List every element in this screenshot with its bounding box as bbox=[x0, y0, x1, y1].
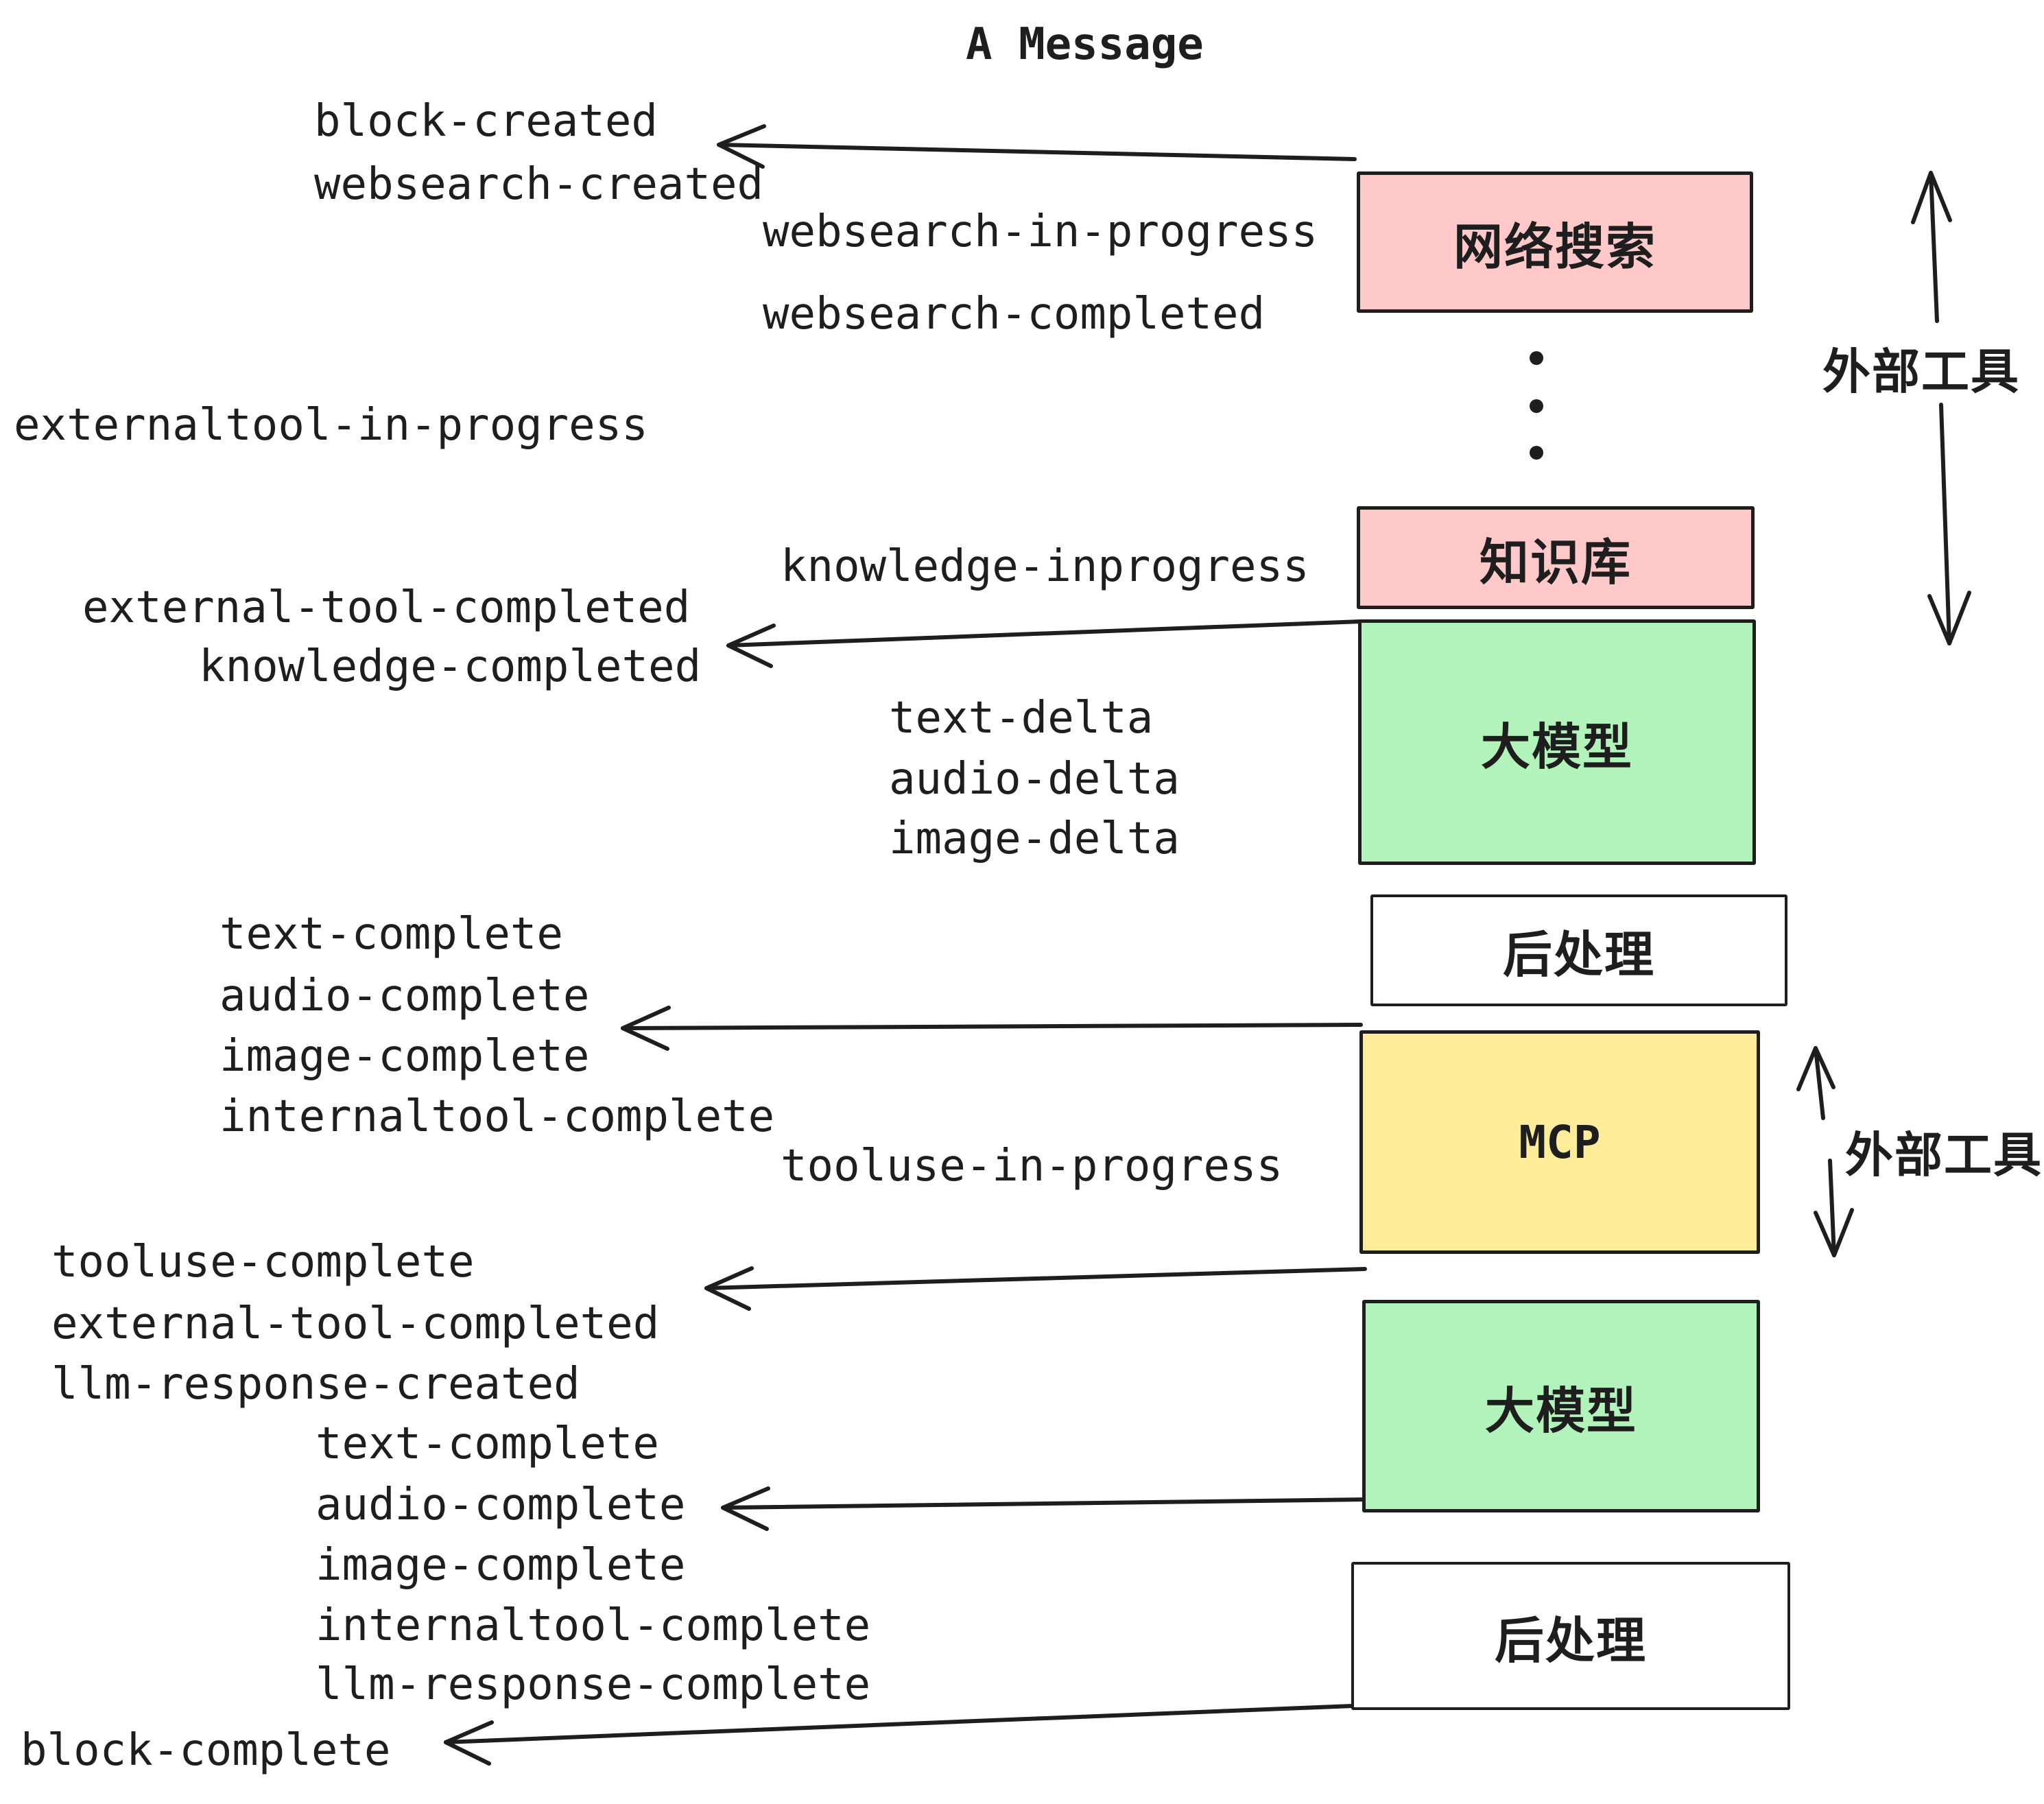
flow-box-post-process-2: 后处理 bbox=[1351, 1562, 1790, 1710]
external-tools-up-arrow-1 bbox=[1911, 171, 1952, 323]
event-externaltool-in-progress: externaltool-in-progress bbox=[14, 400, 648, 451]
page-title: A Message bbox=[966, 19, 1204, 70]
external-tools-label-1: 外部工具 bbox=[1822, 344, 2020, 400]
event-websearch-created: websearch-created bbox=[314, 159, 764, 210]
flow-box-knowledge-base: 知识库 bbox=[1357, 506, 1755, 609]
event-image-delta: image-delta bbox=[889, 814, 1180, 864]
event-external-tool-completed: external-tool-completed bbox=[82, 582, 691, 633]
ellipsis-dots-icon bbox=[1530, 351, 1543, 460]
event-block-created: block-created bbox=[314, 96, 658, 147]
event-knowledge-inprogress: knowledge-inprogress bbox=[781, 541, 1309, 592]
knowledge-base-label: 知识库 bbox=[1479, 533, 1632, 591]
external-tools-label-2: 外部工具 bbox=[1845, 1127, 2043, 1183]
flow-box-web-search: 网络搜索 bbox=[1357, 171, 1753, 313]
web-search-label: 网络搜索 bbox=[1453, 217, 1656, 276]
arrow-llm2-to-audio-complete bbox=[721, 1486, 1368, 1531]
event-audio-delta: audio-delta bbox=[889, 754, 1180, 805]
arrow-post1-to-image-complete bbox=[621, 1006, 1363, 1051]
event-external-tool-completed-2: external-tool-completed bbox=[51, 1298, 660, 1349]
external-tools-up-arrow-2 bbox=[1796, 1046, 1835, 1120]
event-llm-response-complete: llm-response-complete bbox=[316, 1659, 871, 1710]
flow-box-llm-1: 大模型 bbox=[1358, 619, 1756, 865]
flow-box-mcp: MCP bbox=[1359, 1030, 1760, 1254]
event-llm-response-created: llm-response-created bbox=[51, 1359, 580, 1410]
event-websearch-in-progress: websearch-in-progress bbox=[763, 206, 1318, 257]
event-text-complete-2: text-complete bbox=[316, 1419, 659, 1469]
event-text-complete: text-complete bbox=[219, 909, 563, 960]
event-tooluse-complete: tooluse-complete bbox=[51, 1237, 475, 1287]
arrow-websearch-to-created bbox=[717, 124, 1357, 169]
event-image-complete: image-complete bbox=[219, 1031, 590, 1082]
event-tooluse-in-progress: tooluse-in-progress bbox=[781, 1141, 1283, 1191]
event-block-complete: block-complete bbox=[21, 1725, 391, 1776]
event-image-complete-2: image-complete bbox=[316, 1540, 686, 1591]
event-internaltool-complete: internaltool-complete bbox=[219, 1091, 775, 1142]
event-websearch-completed: websearch-completed bbox=[763, 289, 1265, 340]
post-process-1-label: 后处理 bbox=[1502, 926, 1655, 984]
arrow-post2-to-block-complete bbox=[444, 1704, 1355, 1766]
llm-2-label: 大模型 bbox=[1484, 1381, 1637, 1440]
external-tools-down-arrow-1 bbox=[1927, 403, 1971, 645]
flow-box-llm-2: 大模型 bbox=[1362, 1300, 1760, 1512]
flow-box-post-process-1: 后处理 bbox=[1370, 894, 1787, 1006]
event-text-delta: text-delta bbox=[889, 693, 1154, 744]
mcp-label: MCP bbox=[1519, 1115, 1601, 1169]
arrow-mcp-to-tooluse-complete bbox=[704, 1266, 1367, 1311]
event-knowledge-completed: knowledge-completed bbox=[199, 641, 702, 692]
event-audio-complete: audio-complete bbox=[219, 971, 590, 1021]
event-internaltool-complete-2: internaltool-complete bbox=[316, 1600, 871, 1651]
arrow-llm1-to-knowledge-completed bbox=[726, 619, 1363, 668]
post-process-2-label: 后处理 bbox=[1494, 1611, 1647, 1670]
event-audio-complete-2: audio-complete bbox=[316, 1480, 686, 1530]
llm-1-label: 大模型 bbox=[1480, 717, 1633, 776]
